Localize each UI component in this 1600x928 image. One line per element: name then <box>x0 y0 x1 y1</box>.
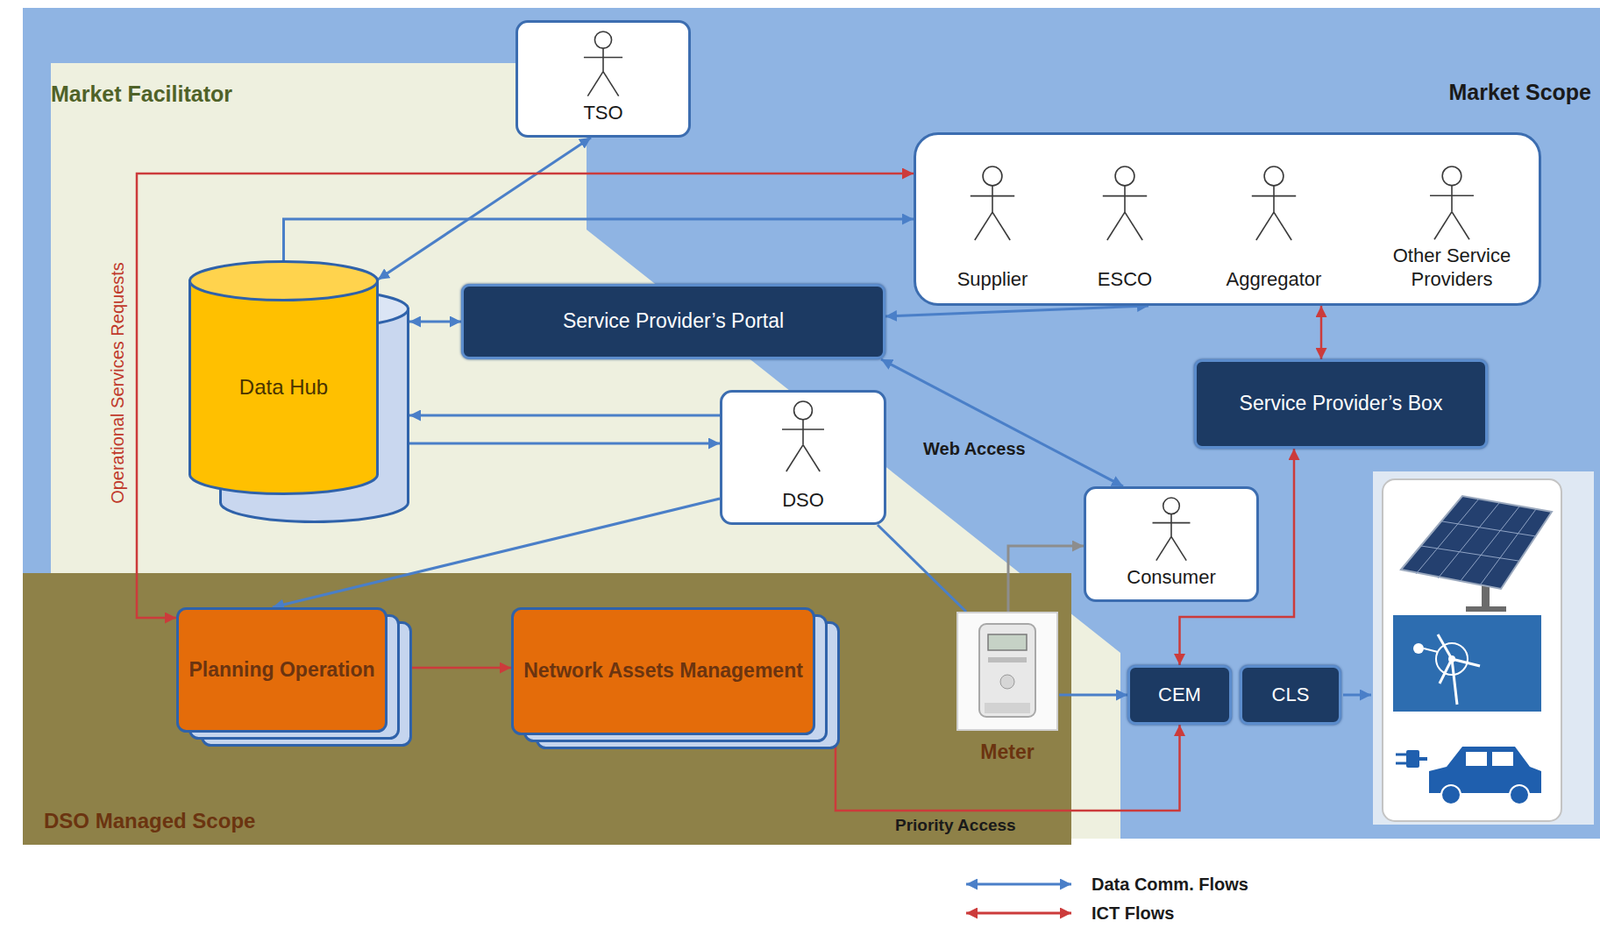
electric-car-icon <box>1395 746 1542 805</box>
actor-label: ESCO <box>1059 268 1191 292</box>
actor-figure <box>970 166 1015 241</box>
legend-sample-line <box>966 883 1072 887</box>
actor-figure <box>1251 166 1296 241</box>
node-label: Service Provider’s Portal <box>562 309 784 335</box>
data-flow <box>881 359 1124 487</box>
actor-label: Aggregator <box>1208 268 1340 292</box>
actor-figure <box>782 401 825 472</box>
actor-figure <box>1102 166 1147 241</box>
device-box: CEM <box>1127 665 1232 726</box>
database-cylinder: Data Hub <box>188 260 410 524</box>
device-panel <box>1372 471 1594 825</box>
panel-ground <box>1372 471 1594 825</box>
node-label: Data Hub <box>239 375 328 401</box>
legend-text: Data Comm. Flows <box>1091 874 1249 896</box>
actor-figure <box>583 31 623 97</box>
node-label: CLS <box>1272 683 1310 707</box>
actor-figure <box>1152 497 1191 562</box>
ict-flow <box>412 667 512 670</box>
data-flow <box>1008 546 1084 612</box>
process-stack: Network Assets Management <box>511 607 840 750</box>
service-box: Service Provider’s Box <box>1194 359 1488 449</box>
node-label: Network Assets Management <box>523 659 804 684</box>
legend-sample-line <box>966 912 1072 916</box>
data-flow <box>409 414 720 418</box>
region-title: Market Scope <box>1448 78 1592 106</box>
device-control-arrow <box>1343 694 1372 697</box>
actor-label: Other Service Providers <box>1372 244 1531 292</box>
node-label: TSO <box>583 101 623 125</box>
actor-figure <box>1429 166 1474 240</box>
node-label: Planning Operation <box>188 658 375 683</box>
data-flow <box>377 137 591 280</box>
node-label: DSO <box>782 489 825 512</box>
panel-frame <box>1382 479 1562 822</box>
actor-label: Supplier <box>926 268 1059 292</box>
flow-label: Web Access <box>920 438 1029 460</box>
meter-device: Meter <box>955 611 1060 766</box>
flow-label: Priority Access <box>892 816 1019 837</box>
process-stack: Planning Operation <box>176 607 413 747</box>
dso-managed-band-ground <box>22 573 1072 846</box>
scope-band: DSO Managed Scope Planning Operation Netwo… <box>22 573 1072 846</box>
data-flow <box>877 525 967 612</box>
data-flow <box>284 219 915 262</box>
actor-box: TSO <box>515 20 691 138</box>
data-flow <box>1059 694 1128 697</box>
data-flow <box>885 305 1149 317</box>
actor-box: Consumer <box>1083 486 1259 603</box>
device-box: CLS <box>1239 665 1342 726</box>
node-label: Meter <box>980 740 1034 766</box>
legend-text: ICT Flows <box>1091 903 1174 925</box>
actor-group-box: SupplierESCO Aggregator Other Service Prov… <box>913 132 1542 306</box>
flow-label: Operational Services Requests <box>106 259 128 507</box>
market-scope-region <box>22 7 1600 840</box>
wind-turbine-icon <box>1393 615 1542 712</box>
data-flow <box>409 442 720 446</box>
node-label: CEM <box>1158 683 1202 707</box>
region-title: Market Facilitator <box>50 80 233 107</box>
data-flow <box>409 320 462 324</box>
solar-panel-icon <box>1400 496 1552 612</box>
node-label: DSO Managed Scope <box>43 809 256 835</box>
node-label: Consumer <box>1126 566 1216 590</box>
ict-flow <box>136 173 914 619</box>
node-label: Service Provider’s Box <box>1239 391 1444 417</box>
actor-box: DSO <box>719 390 887 526</box>
portal-box: Service Provider’s Portal <box>461 284 886 360</box>
ict-flow <box>1320 305 1323 360</box>
